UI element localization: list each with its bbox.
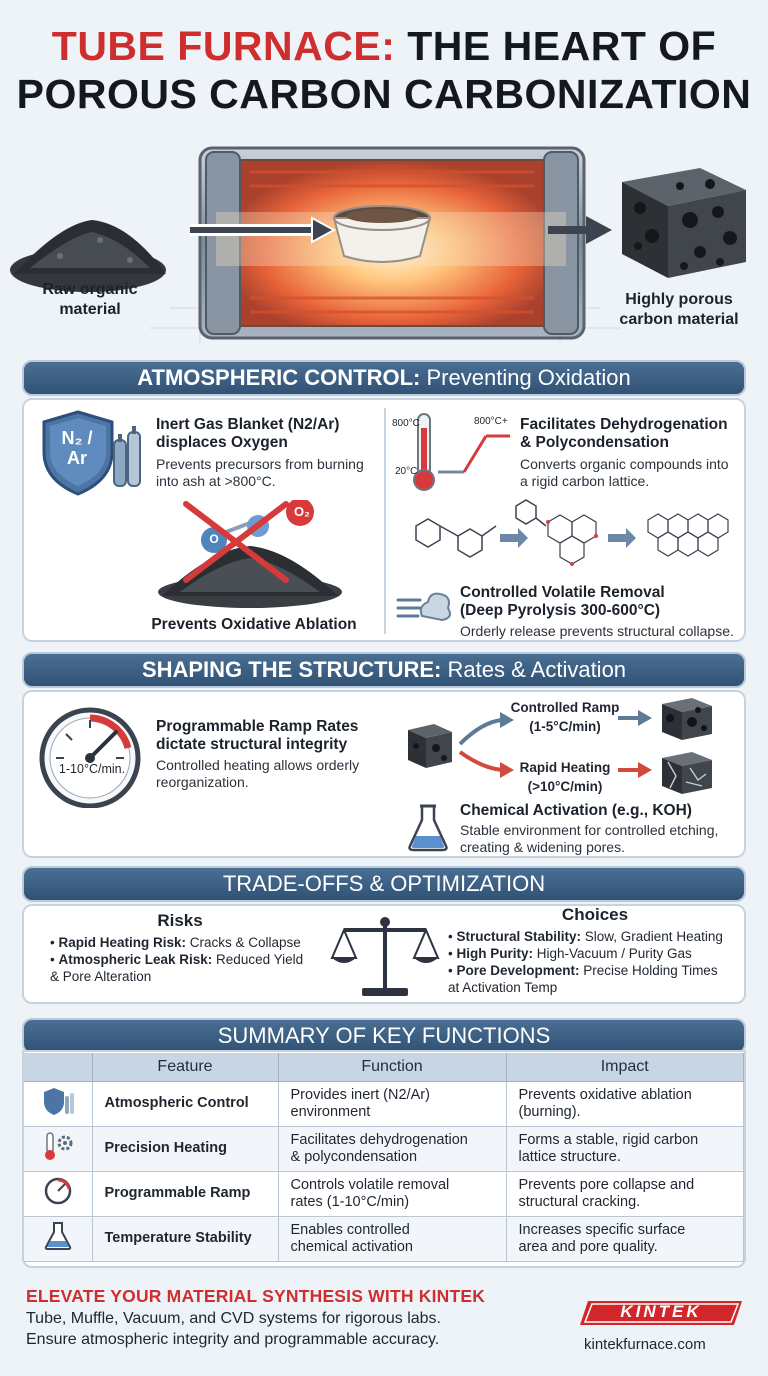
chemical-activation-title: Chemical Activation (e.g., KOH) [460,802,692,819]
shaping-banner: SHAPING THE STRUCTURE: Rates & Activatio… [22,652,746,688]
risks-list: • Rapid Heating Risk: Cracks & Collapse … [50,934,340,985]
website-link[interactable]: kintekfurnace.com [584,1336,706,1353]
controlled-ramp-label: Controlled Ramp (1-5°C/min) [510,700,620,734]
table-row: Programmable Ramp Controls volatile remo… [24,1171,744,1217]
gauge-icon [39,707,141,808]
risk-item: • Rapid Heating Risk: Cracks & Collapse [50,935,301,950]
title-red: TUBE FURNACE: [51,23,396,69]
kintek-logo[interactable]: KINTEK [580,1299,742,1327]
choices-title: Choices [561,905,629,924]
table-cell-impact: Increases specific surface area and pore… [506,1216,744,1262]
table-cell-function: Facilitates dehydrogenation & polyconden… [278,1126,507,1172]
thermometer-gear-icon [44,1132,73,1160]
table-row: Atmospheric Control Provides inert (N2/A… [24,1081,744,1127]
thermo-bottom-label: 20°C [395,466,418,477]
porous-carbon-label: Highly porous carbon material [619,291,739,328]
inert-gas-desc: Prevents precursors from burning into as… [156,456,364,489]
table-header-row: Feature Function Impact [24,1053,744,1082]
tube-furnace-illustration [10,146,746,343]
tradeoffs-banner: TRADE-OFFS & OPTIMIZATION [22,866,746,902]
volatile-removal-desc: Orderly release prevents structural coll… [460,623,734,639]
choice-item: • High Purity: High-Vacuum / Purity Gas [448,946,692,961]
o-label: O [209,532,219,546]
logo-badge [580,1301,742,1325]
balance-scale-icon [330,917,440,996]
raw-material-label: Raw organic material [42,281,138,318]
page-title: TUBE FURNACE: THE HEART OF POROUS CARBON… [0,22,768,118]
title-line2: POROUS CARBON CARBONIZATION [16,71,752,117]
thermometer-icon [413,413,510,491]
choices-list: • Structural Stability: Slow, Gradient H… [448,928,740,996]
hero-illustration: Raw organic material Highly porous carbo… [0,128,768,358]
choice-item: • Structural Stability: Slow, Gradient H… [448,929,723,944]
table-header: Impact [506,1053,744,1082]
ablation-title: Prevents Oxidative Ablation [151,616,357,633]
dehydrogenation-desc: Converts organic compounds into a rigid … [520,456,729,489]
dehydrogenation-title: Facilitates Dehydrogenation & Polyconden… [520,416,728,451]
table-cell-function: Enables controlled chemical activation [278,1216,507,1262]
volatile-smoke-icon [396,592,451,622]
table-cell-feature: Temperature Stability [92,1216,279,1262]
volatile-removal-title: Controlled Volatile Removal (Deep Pyroly… [460,584,665,619]
risk-item: • Atmospheric Leak Risk: Reduced Yield &… [50,952,304,984]
flask-icon [408,804,448,852]
chemical-activation-desc: Stable environment for controlled etchin… [460,822,719,855]
shield-tanks-icon [43,1088,74,1115]
table-header: Function [278,1053,507,1082]
table-header: Feature [92,1053,279,1082]
flask-small-icon [44,1222,71,1250]
table-cell-function: Controls volatile removal rates (1-10°C/… [278,1171,507,1217]
table-row: Precision Heating Facilitates dehydrogen… [24,1126,744,1172]
table-row: Temperature Stability Enables controlled… [24,1216,744,1262]
table-cell-feature: Atmospheric Control [92,1081,279,1127]
ramp-comparison-diagram [408,698,712,794]
table-cell-function: Provides inert (N2/Ar) environment [278,1081,507,1127]
logo-text: KINTEK [620,1302,702,1321]
inert-gas-title: Inert Gas Blanket (N2/Ar) displaces Oxyg… [156,416,340,451]
footer-line1: Tube, Muffle, Vacuum, and CVD systems fo… [26,1310,441,1327]
ramp-top-label: 800°C+ [474,416,508,427]
shield-gas-text: N₂ / Ar [61,428,93,468]
thermo-top-label: 800°C [392,418,420,429]
o2-label: O₂ [294,504,310,519]
table-cell-impact: Forms a stable, rigid carbon lattice str… [506,1126,744,1172]
ramp-rates-title: Programmable Ramp Rates dictate structur… [156,718,359,753]
atmospheric-banner: ATMOSPHERIC CONTROL: Preventing Oxidatio… [22,360,746,396]
table-cell-feature: Programmable Ramp [92,1171,279,1217]
choice-item: • Pore Development: Precise Holding Time… [448,963,718,995]
table-cell-impact: Prevents oxidative ablation (burning). [506,1081,744,1127]
risks-title: Risks [157,911,203,930]
footer-line2: Ensure atmospheric integrity and program… [26,1331,440,1348]
ramp-rates-desc: Controlled heating allows orderly reorga… [156,757,360,790]
table-header-icon [24,1053,93,1082]
porous-carbon-cube [622,168,746,278]
molecular-transformation-diagram [415,499,729,566]
raw-material-pile [10,220,166,292]
gauge-label: 1-10°C/min. [58,762,126,776]
summary-banner: SUMMARY OF KEY FUNCTIONS [22,1018,746,1054]
rapid-heating-label: Rapid Heating (>10°C/min) [519,760,611,794]
title-dark: THE HEART OF [395,23,717,69]
footer-headline: ELEVATE YOUR MATERIAL SYNTHESIS WITH KIN… [26,1286,486,1306]
table-cell-feature: Precision Heating [92,1126,279,1172]
ablation-illustration [158,500,342,608]
shield-icon [42,410,141,496]
gauge-small-icon [44,1177,71,1205]
summary-table: Feature Function Impact Atmospheric Cont… [24,1053,744,1262]
table-cell-impact: Prevents pore collapse and structural cr… [506,1171,744,1217]
panel-divider [384,408,386,634]
crucible [332,205,432,263]
